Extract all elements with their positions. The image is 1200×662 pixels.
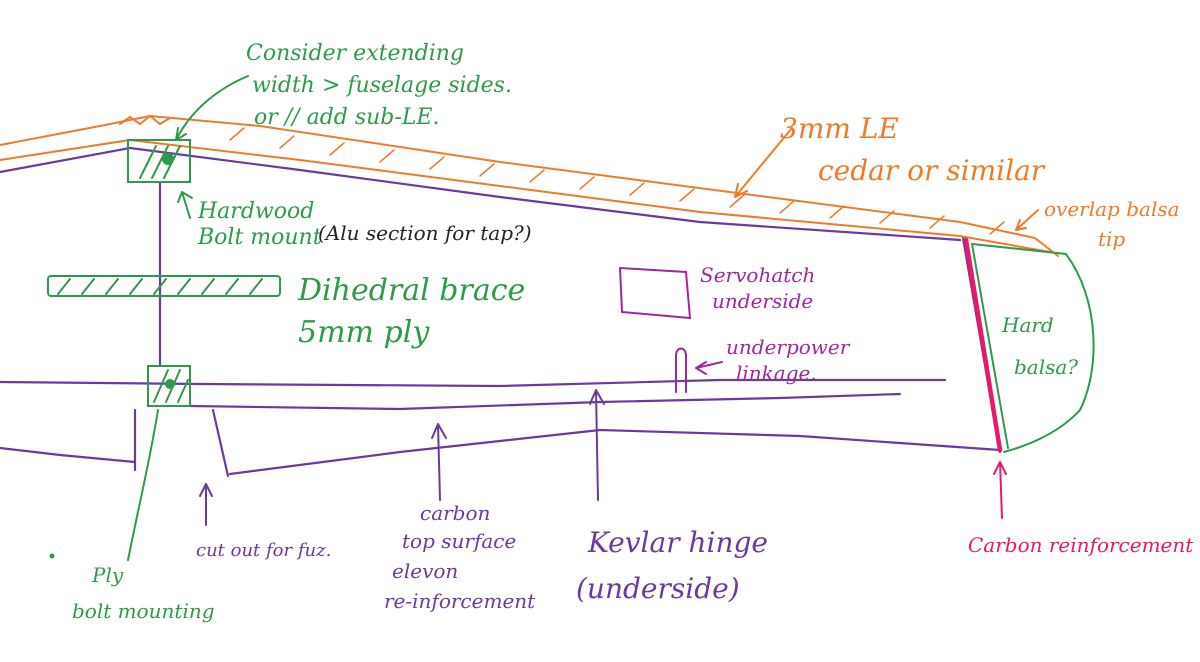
overlap-pointer-arrow [1015, 209, 1039, 231]
carbon-pointer-arrow [993, 461, 1007, 519]
dihedral-brace [47, 275, 281, 297]
extend-note-line-1: Consider extending [246, 41, 464, 66]
le-subtitle: cedar or similar [818, 154, 1046, 187]
carbon-reinforcement [963, 237, 1007, 519]
extend-note-line-2: width > fuselage sides. [252, 73, 512, 98]
carbon-reinforcement-label: Carbon reinforcement [968, 533, 1194, 557]
hardwood-note: (Alu section for tap?) [318, 221, 532, 245]
wing-spar-line [0, 378, 947, 388]
ply-bolt-hole [165, 379, 175, 389]
kevlar-line-2: (underside) [576, 572, 740, 605]
linkage-line-1: underpower [726, 335, 851, 359]
elevon-hinge-line [188, 392, 902, 411]
overlap-line-2: tip [1098, 227, 1125, 251]
carbon-line-4: re-inforcement [384, 589, 536, 613]
extend-note-line-3: or // add sub-LE. [254, 105, 440, 130]
wing-trailing-edge-line [0, 428, 1002, 476]
le-title: 3mm LE [780, 112, 899, 145]
wing-leading-edge-line [0, 146, 962, 242]
le-scribble [119, 114, 171, 126]
linkage-pointer-arrow [695, 361, 723, 375]
carbon-line-2: top surface [402, 529, 516, 553]
extend-note-pointer-arrow [175, 75, 249, 141]
servo-hatch-rect [618, 266, 692, 320]
hardwood-bolt-mount [127, 75, 249, 219]
le-pointer-arrow [734, 127, 793, 198]
linkage-line-2: linkage. [736, 361, 817, 385]
stray-dot [49, 553, 55, 559]
hardwood-bolt-hole [162, 153, 174, 165]
hard-balsa-line-2: balsa? [1014, 355, 1078, 379]
cutout-pointer-arrow [199, 483, 213, 526]
servo-hatch [618, 266, 723, 393]
ply-bolt-mount [49, 365, 191, 561]
carbon-line-3: elevon [392, 559, 458, 583]
labels: Consider extending width > fuselage side… [72, 41, 1194, 623]
servo-line-1: Servohatch [700, 263, 815, 287]
le-hatching [229, 127, 1005, 235]
servo-line-2: underside [712, 289, 813, 313]
le-strip-top [0, 114, 1059, 257]
carbon-line-1: carbon [420, 501, 490, 525]
kevlar-line-1: Kevlar hinge [587, 526, 768, 559]
cutout-label: cut out for fuz. [196, 540, 331, 561]
hard-balsa-tip [971, 243, 1095, 453]
hardwood-line-2: Bolt mount [197, 225, 322, 250]
hardwood-pointer-arrow [177, 191, 193, 219]
hardwood-line-1: Hardwood [197, 199, 314, 224]
leading-edge-strip [0, 114, 1059, 257]
hard-balsa-line-1: Hard [1001, 313, 1054, 337]
ply-pointer-line [127, 409, 159, 561]
linkage-horn [675, 347, 687, 393]
tip-outline [971, 243, 1095, 453]
dihedral-line-2: 5mm ply [298, 315, 430, 350]
ply-line-2: bolt mounting [72, 599, 215, 623]
ply-mount-rect [147, 365, 191, 407]
dihedral-brace-rect [47, 275, 281, 297]
root-cutout-right [211, 408, 230, 478]
tip-inner-edge [971, 243, 1009, 449]
carbon-strip [963, 237, 1003, 453]
dihedral-line-1: Dihedral brace [297, 273, 525, 308]
dihedral-brace-hatch [57, 278, 263, 295]
kevlar-pointer-arrow [589, 389, 605, 501]
overlap-line-1: overlap balsa [1044, 197, 1180, 221]
wing-outline [0, 146, 1002, 478]
carbon-pointer-arrow [431, 423, 447, 501]
hardwood-mount-rect [127, 139, 191, 183]
purple-pointers [199, 389, 605, 526]
ply-line-1: Ply [91, 563, 124, 587]
